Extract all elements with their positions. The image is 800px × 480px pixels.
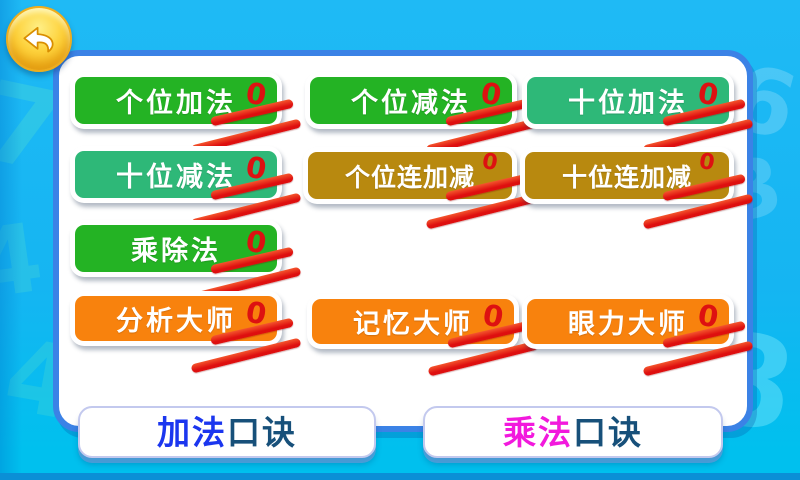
button-label: 记忆大师 xyxy=(353,309,473,340)
button-tens-mixed-add-subtract[interactable]: 十位连加减 0 xyxy=(520,147,754,230)
button-analysis-master[interactable]: 分析大师 0 xyxy=(70,291,302,374)
button-vision-master[interactable]: 眼力大师 0 xyxy=(522,294,754,377)
button-label-dark: 口诀 xyxy=(227,412,297,452)
back-button[interactable] xyxy=(6,6,72,72)
multiplication-formulas-button[interactable]: 乘法 口诀 xyxy=(423,406,723,458)
addition-formulas-button[interactable]: 加法 口诀 xyxy=(78,406,376,458)
button-face: 个位加法 xyxy=(75,77,277,124)
button-label: 个位减法 xyxy=(351,88,471,119)
button-face: 记忆大师 xyxy=(312,299,514,344)
button-memory-master[interactable]: 记忆大师 0 xyxy=(307,294,539,377)
button-units-addition[interactable]: 个位加法 0 xyxy=(70,72,302,155)
button-label: 个位连加减 xyxy=(344,162,475,192)
button-label: 十位加法 xyxy=(568,88,688,119)
button-label: 分析大师 xyxy=(116,306,236,337)
button-face: 十位加法 xyxy=(527,77,729,124)
button-tens-subtraction[interactable]: 十位减法 0 xyxy=(70,146,302,229)
screen-left-shade xyxy=(0,0,22,480)
button-label: 乘除法 xyxy=(131,236,221,267)
back-arrow-icon xyxy=(18,18,60,60)
button-label: 十位减法 xyxy=(116,162,236,193)
button-label: 个位加法 xyxy=(116,88,236,119)
button-label: 眼力大师 xyxy=(568,309,688,340)
button-units-mixed-add-subtract[interactable]: 个位连加减 0 xyxy=(303,147,537,230)
screen-bottom-bar xyxy=(0,473,800,480)
button-tens-addition[interactable]: 十位加法 0 xyxy=(522,72,754,155)
button-multiply-divide[interactable]: 乘除法 0 xyxy=(70,220,302,303)
button-label-colored: 乘法 xyxy=(503,412,573,452)
button-label-dark: 口诀 xyxy=(573,412,643,452)
button-label-colored: 加法 xyxy=(157,412,227,452)
button-label: 十位连加减 xyxy=(561,162,692,192)
button-units-subtraction[interactable]: 个位减法 0 xyxy=(305,72,537,155)
